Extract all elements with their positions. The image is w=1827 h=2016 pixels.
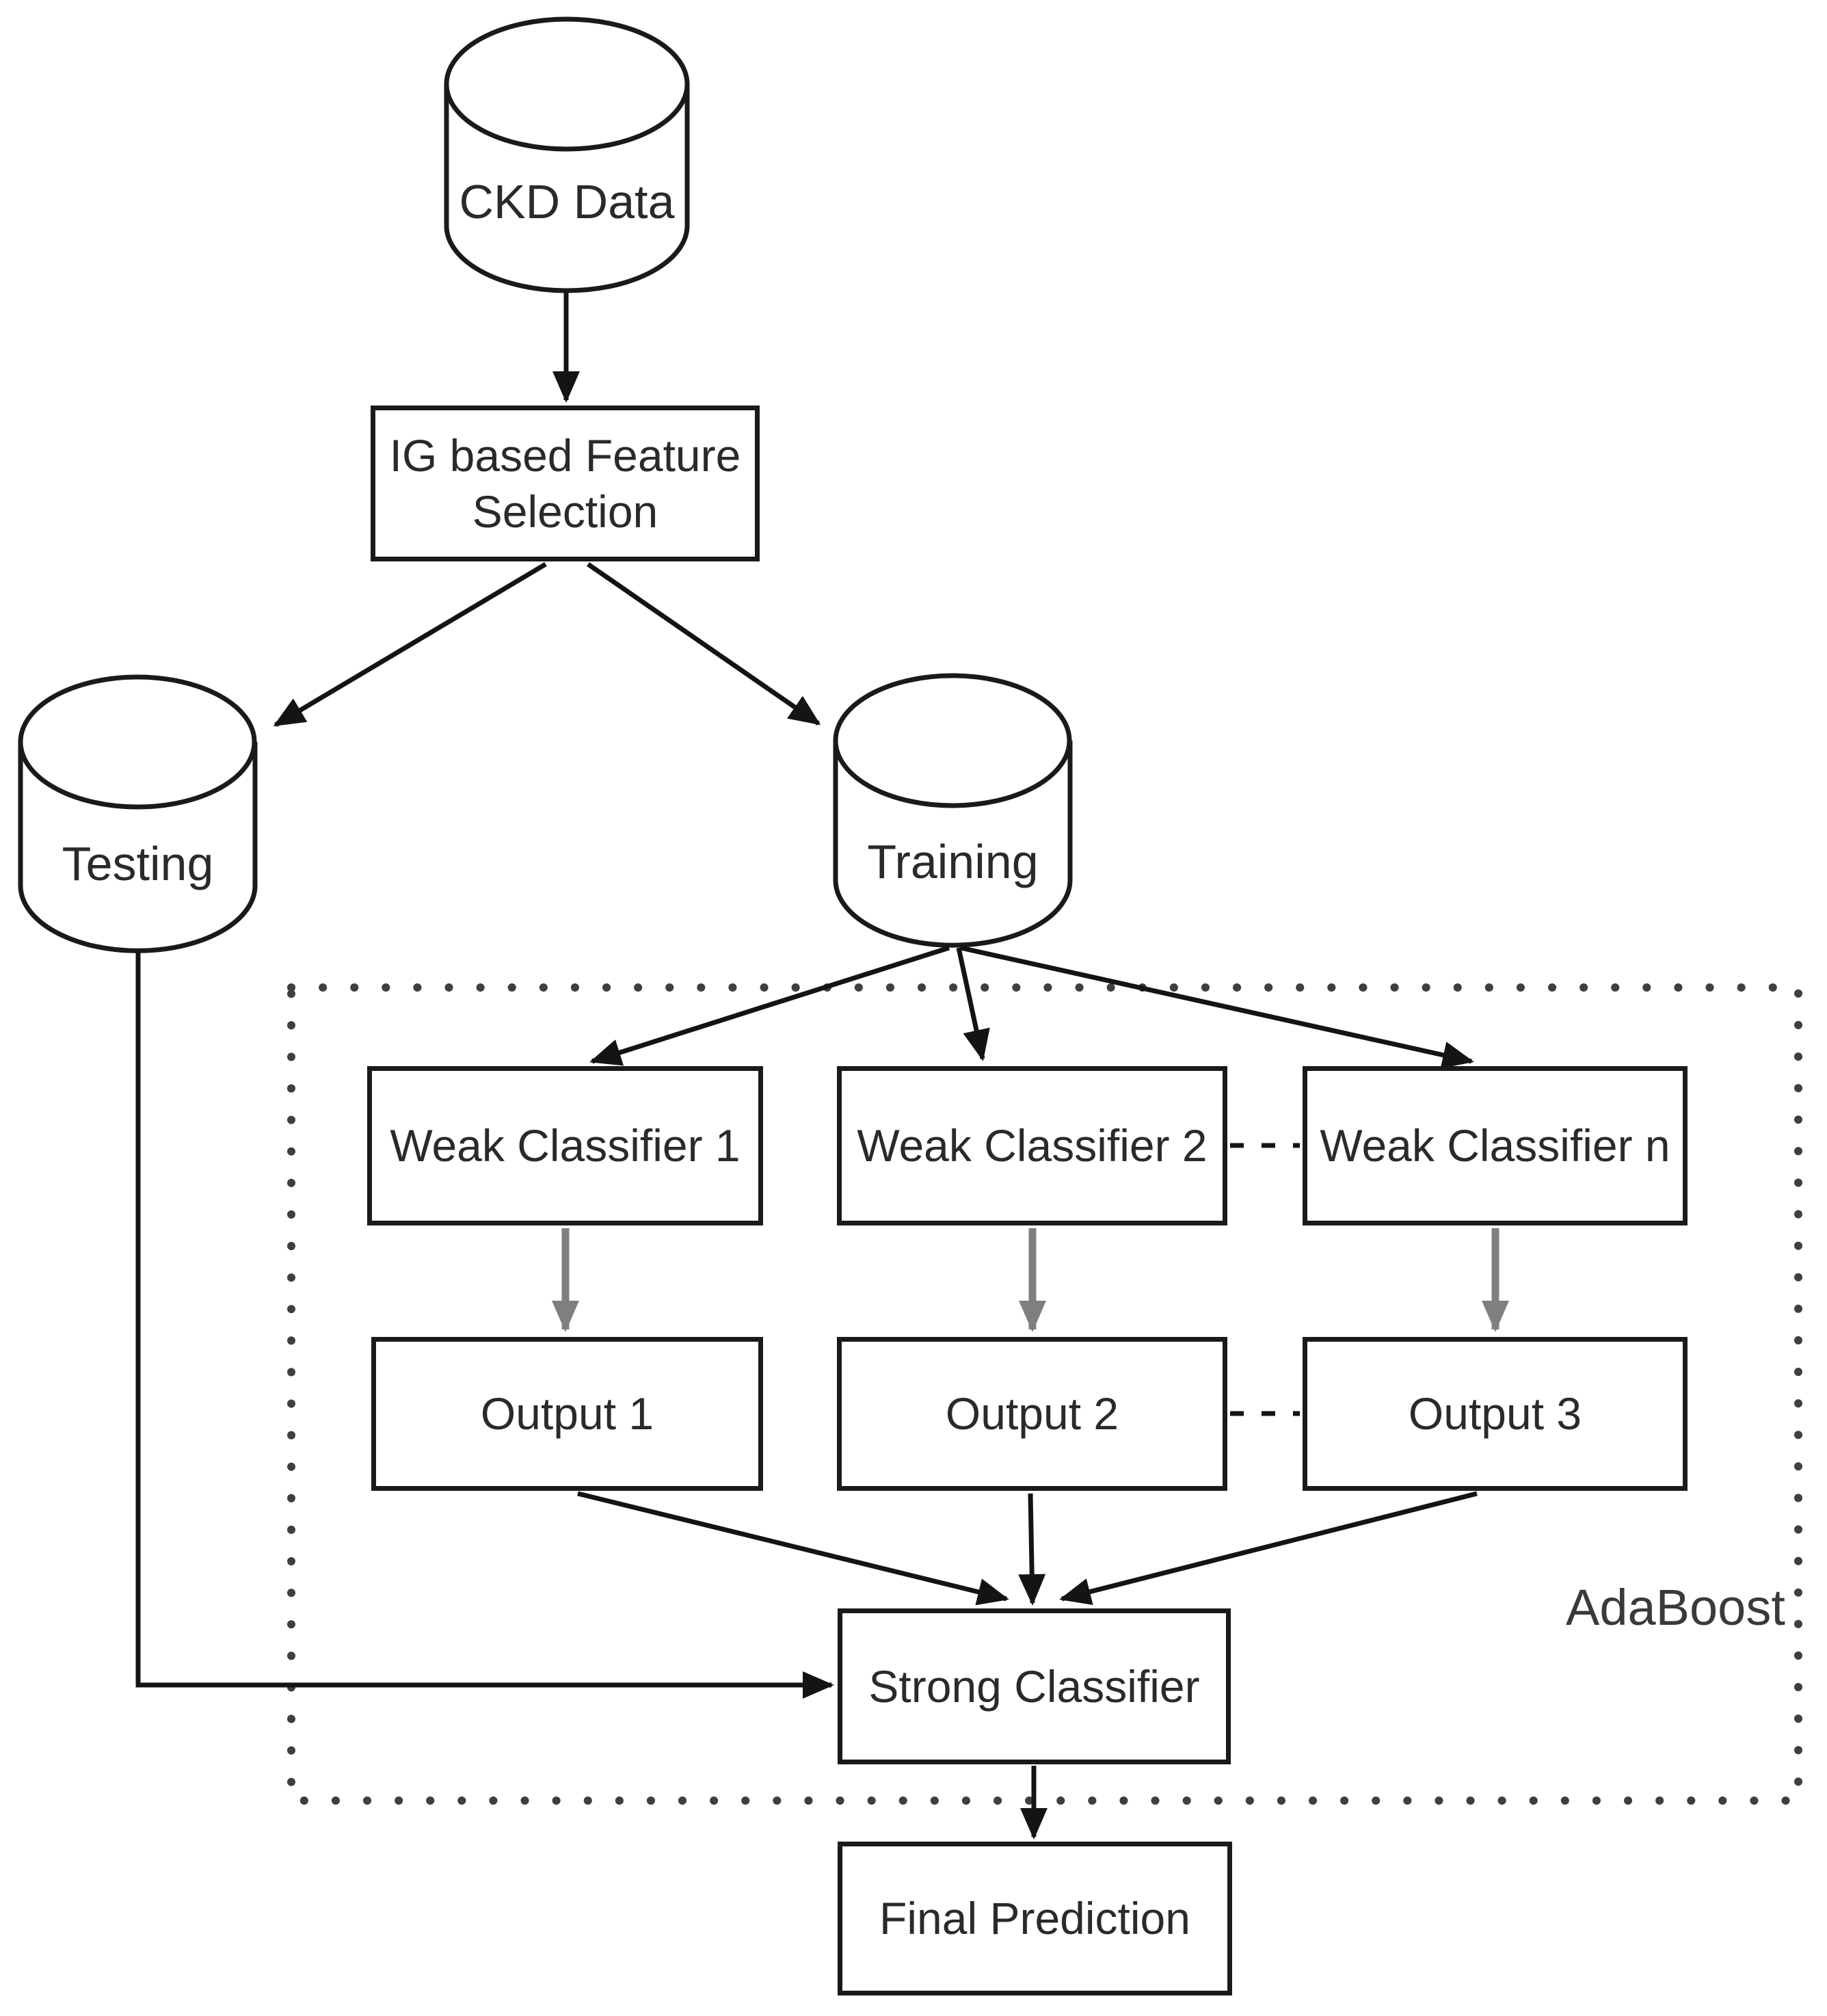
adaboost-group-border: [287, 983, 1802, 1805]
arrow-testing-to-strong-classifier: [135, 952, 834, 1699]
weak-classifier-2-box: Weak Classifier 2: [837, 1066, 1227, 1225]
black-connectors: [135, 291, 1478, 1840]
feature-selection-line2: Selection: [472, 486, 658, 537]
output-1-box: Output 1: [371, 1337, 763, 1491]
ckd-data-label: CKD Data: [459, 175, 675, 228]
feature-selection-box: IG based Feature Selection: [371, 406, 760, 561]
arrow-output1-to-strong-classifier: [577, 1491, 1009, 1606]
weak-classifier-1-box: Weak Classifier 1: [367, 1066, 763, 1225]
testing-cylinder: [18, 674, 258, 953]
arrow-training-to-wc1: [589, 945, 950, 1066]
gray-connectors: [552, 1228, 1509, 1332]
ckd-data-cylinder: [444, 16, 690, 293]
weak-classifier-n-box: Weak Classifier n: [1303, 1066, 1688, 1225]
arrow-output2-to-strong-classifier: [1018, 1493, 1046, 1606]
training-label: Training: [867, 835, 1039, 888]
arrow-feature-selection-to-training: [587, 562, 821, 726]
feature-selection-line1: IG based Feature: [389, 429, 741, 481]
final-prediction-box: Final Prediction: [838, 1842, 1232, 1995]
arrow-feature-selection-to-testing: [273, 561, 547, 728]
arrow-training-to-wc2: [956, 947, 990, 1061]
training-cylinder: [833, 673, 1073, 948]
output-2-box: Output 2: [837, 1337, 1227, 1491]
adaboost-label: AdaBoost: [1566, 1579, 1785, 1636]
testing-label: Testing: [62, 837, 214, 890]
arrow-training-to-wcn: [960, 945, 1474, 1069]
strong-classifier-box: Strong Classifier: [838, 1608, 1231, 1764]
output-3-box: Output 3: [1303, 1337, 1688, 1491]
arrow-output3-to-strong-classifier: [1059, 1491, 1478, 1606]
